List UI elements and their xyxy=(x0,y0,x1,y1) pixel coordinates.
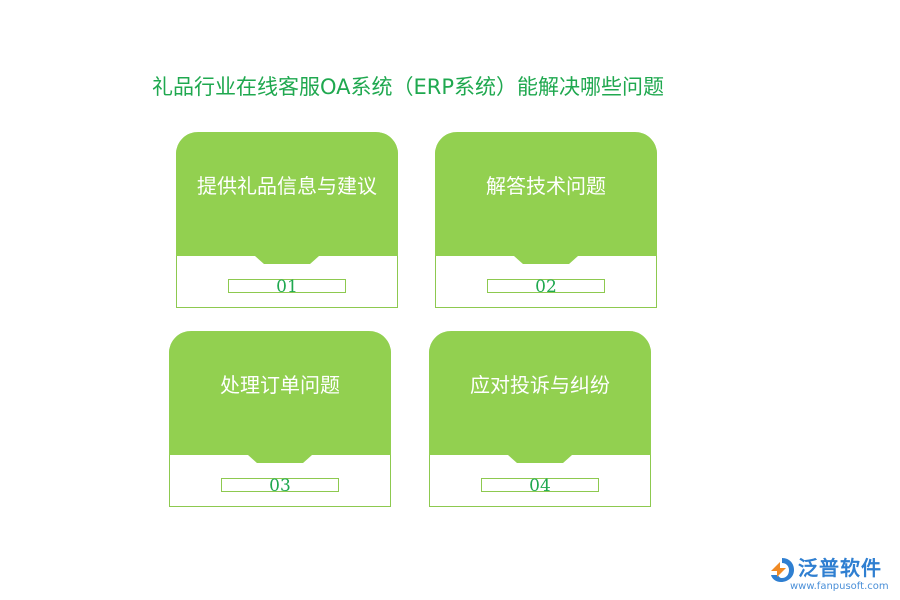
card-3-label: 处理订单问题 xyxy=(220,373,340,397)
card-1-number: 01 xyxy=(276,277,298,297)
card-4-header: 应对投诉与纠纷 xyxy=(429,331,651,463)
card-4: 应对投诉与纠纷 04 xyxy=(429,331,651,507)
card-1-label: 提供礼品信息与建议 xyxy=(197,174,377,198)
card-3-notch xyxy=(248,455,312,463)
card-2-number-box: 02 xyxy=(487,277,605,297)
card-2: 解答技术问题 02 xyxy=(435,132,657,308)
card-2-header: 解答技术问题 xyxy=(435,132,657,264)
brand-logo[interactable]: 泛普软件 www.fanpusoft.com xyxy=(764,552,894,596)
card-4-notch xyxy=(508,455,572,463)
card-3-header: 处理订单问题 xyxy=(169,331,391,463)
card-2-label: 解答技术问题 xyxy=(486,174,606,198)
brand-name: 泛普软件 xyxy=(798,556,882,580)
card-1-notch xyxy=(255,256,319,264)
card-4-label: 应对投诉与纠纷 xyxy=(470,373,610,397)
card-3: 处理订单问题 03 xyxy=(169,331,391,507)
brand-url: www.fanpusoft.com xyxy=(790,581,889,592)
card-1-header: 提供礼品信息与建议 xyxy=(176,132,398,264)
card-2-number: 02 xyxy=(535,277,557,297)
card-3-number: 03 xyxy=(269,476,291,496)
card-1: 提供礼品信息与建议 01 xyxy=(176,132,398,308)
card-3-number-box: 03 xyxy=(221,476,339,496)
fanpu-logo-icon xyxy=(771,558,794,582)
card-4-number-box: 04 xyxy=(481,476,599,496)
card-1-number-box: 01 xyxy=(228,277,346,297)
card-2-notch xyxy=(514,256,578,264)
page-title: 礼品行业在线客服OA系统（ERP系统）能解决哪些问题 xyxy=(152,75,665,99)
card-4-number: 04 xyxy=(529,476,551,496)
